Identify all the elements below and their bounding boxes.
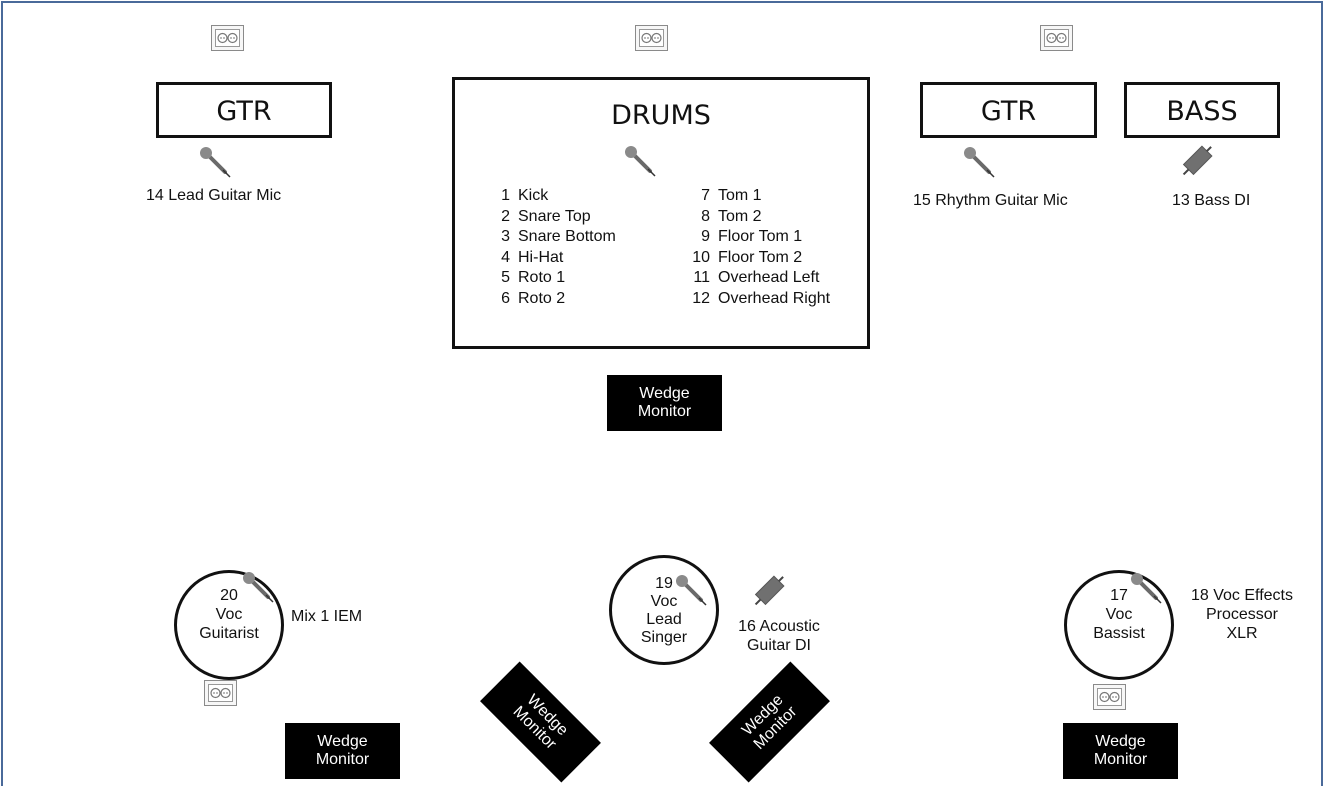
microphone-icon <box>624 145 657 178</box>
microphone-icon <box>1130 572 1163 605</box>
acoustic-guitar-di-label: 16 Acoustic Guitar DI <box>738 618 820 654</box>
vocal-position-bassist: 17 Voc Bassist <box>1064 570 1174 680</box>
amp-label: GTR <box>216 96 272 127</box>
microphone-icon <box>675 574 708 607</box>
bass-di-label: 13 Bass DI <box>1172 192 1251 209</box>
drums-label: DRUMS <box>611 100 711 131</box>
rhythm-guitar-amp: GTR <box>920 82 1097 138</box>
amp-label: BASS <box>1166 96 1238 127</box>
rhythm-guitar-mic-label: 15 Rhythm Guitar Mic <box>913 192 1068 209</box>
bass-amp: BASS <box>1124 82 1280 138</box>
amp-label: GTR <box>980 96 1037 127</box>
vocal-position-guitarist: 20 Voc Guitarist <box>174 570 284 680</box>
di-box-icon <box>752 574 788 611</box>
voc-effects-label: 18 Voc Effects Processor XLR <box>1191 587 1293 642</box>
vocal-position-lead-singer: 19 Voc Lead Singer <box>609 555 719 665</box>
power-outlet-icon <box>211 25 245 52</box>
microphone-icon <box>242 571 275 604</box>
microphone-icon <box>963 146 996 179</box>
lead-guitar-mic-label: 14 Lead Guitar Mic <box>146 187 282 204</box>
power-outlet-icon <box>204 680 238 707</box>
microphone-icon <box>199 146 232 179</box>
power-outlet-icon <box>1040 25 1074 52</box>
iem-label: Mix 1 IEM <box>291 608 363 625</box>
di-box-icon <box>1180 144 1216 181</box>
lead-guitar-amp: GTR <box>156 82 332 138</box>
power-outlet-icon <box>1093 684 1127 711</box>
drum-riser: DRUMS <box>452 77 870 349</box>
power-outlet-icon <box>635 25 669 52</box>
